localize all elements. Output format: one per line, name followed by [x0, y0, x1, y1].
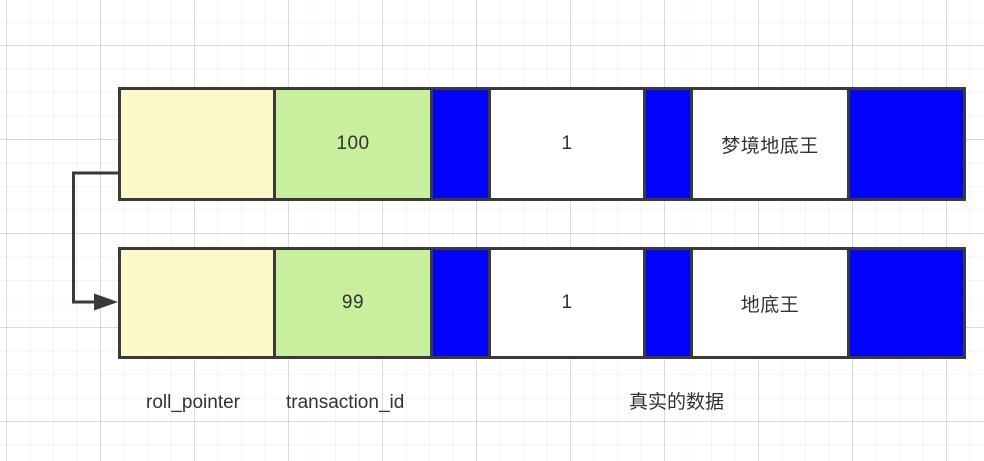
separator-cell	[847, 90, 963, 198]
roll-pointer-cell	[121, 90, 273, 198]
separator-cell	[643, 250, 690, 356]
record-row-undo: 99 1 地底王	[118, 247, 966, 359]
separator-cell	[430, 250, 488, 356]
roll-pointer-arrowhead	[94, 293, 118, 311]
label-transaction-id: transaction_id	[286, 392, 405, 413]
field-value-cell: 1	[488, 90, 643, 198]
data-value-cell: 梦境地底王	[690, 90, 847, 198]
field-value-cell: 1	[488, 250, 643, 356]
transaction-id-cell: 99	[273, 250, 430, 356]
record-row-latest: 100 1 梦境地底王	[118, 87, 966, 201]
roll-pointer-cell	[121, 250, 273, 356]
separator-cell	[643, 90, 690, 198]
data-value-cell: 地底王	[690, 250, 847, 356]
roll-pointer-arrow-line	[72, 171, 118, 304]
separator-cell	[847, 250, 963, 356]
transaction-id-cell: 100	[273, 90, 430, 198]
label-roll-pointer: roll_pointer	[146, 392, 240, 413]
separator-cell	[430, 90, 488, 198]
label-real-data: 真实的数据	[629, 392, 725, 413]
